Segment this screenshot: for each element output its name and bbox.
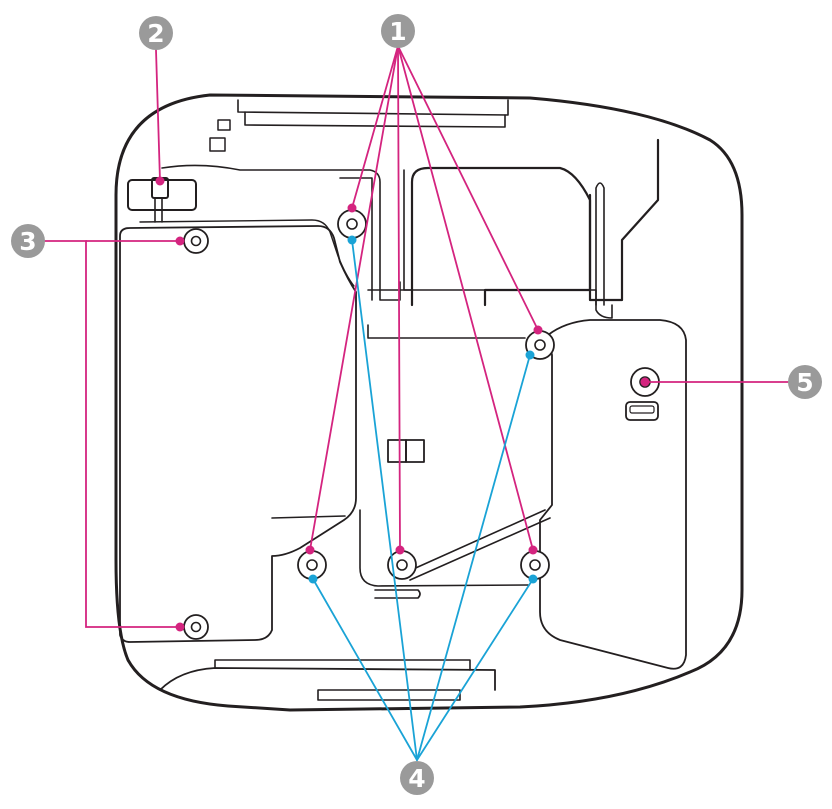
leader-1-to-hole-d bbox=[397, 45, 401, 551]
projector-body bbox=[114, 93, 744, 712]
leader-1-to-hole-e bbox=[397, 45, 534, 551]
leader-4-to-hole-c bbox=[312, 578, 418, 761]
callout-2-label: 2 bbox=[147, 19, 164, 48]
center-chassis-b bbox=[339, 177, 373, 301]
leader-2 bbox=[155, 49, 161, 182]
lower-centre-region bbox=[271, 509, 529, 587]
callout-3: 3 bbox=[11, 224, 45, 258]
screw-hole-1c bbox=[297, 550, 327, 580]
leader-4-to-hole-a bbox=[351, 239, 418, 761]
top-marker-a bbox=[217, 119, 231, 131]
leaders-cyan bbox=[312, 239, 534, 761]
leader-4-to-hole-e bbox=[416, 578, 534, 761]
callout-1: 1 bbox=[381, 14, 415, 48]
callout-4: 4 bbox=[400, 761, 434, 795]
dots-magenta bbox=[155, 176, 650, 632]
callout-4-badge bbox=[400, 761, 434, 795]
callout-5: 5 bbox=[788, 365, 822, 399]
callout-2: 2 bbox=[139, 16, 173, 50]
leaders-magenta bbox=[42, 45, 789, 628]
screw-hole-1e bbox=[520, 550, 550, 580]
security-slot-stem bbox=[154, 197, 163, 223]
front-tab-inner bbox=[629, 405, 655, 414]
right-upper-contour bbox=[588, 138, 660, 302]
callout-2-badge bbox=[139, 16, 173, 50]
center-chassis bbox=[161, 164, 401, 301]
callout-5-label: 5 bbox=[796, 368, 813, 397]
front-tab bbox=[625, 401, 659, 421]
callout-3-label: 3 bbox=[19, 227, 36, 256]
right-panel bbox=[539, 319, 687, 670]
callout-1-badge bbox=[381, 14, 415, 48]
centre-label-b bbox=[405, 439, 425, 463]
screw-hole-1a bbox=[337, 209, 367, 239]
leader-3 bbox=[42, 240, 181, 628]
callout-3-badge bbox=[11, 224, 45, 258]
top-marker-b bbox=[209, 137, 226, 152]
leader-1-to-hole-b bbox=[397, 45, 539, 331]
lower-small-slot bbox=[374, 589, 421, 599]
bottom-edge-inner bbox=[214, 659, 471, 671]
lamp-cover-screw-bottom bbox=[183, 614, 209, 640]
middle-band bbox=[367, 289, 613, 319]
leader-1-to-hole-c bbox=[309, 45, 399, 551]
bottom-handle bbox=[317, 689, 461, 701]
middle-band-lower bbox=[367, 324, 526, 339]
lamp-cover-inner bbox=[139, 219, 355, 287]
lamp-cover-screw-top bbox=[183, 228, 209, 254]
callout-4-label: 4 bbox=[408, 764, 425, 793]
callout-5-badge bbox=[788, 365, 822, 399]
leader-1-to-hole-a bbox=[351, 45, 399, 209]
rear-panel-line bbox=[237, 99, 509, 116]
right-vertical-post bbox=[595, 182, 605, 306]
dots-cyan bbox=[308, 235, 538, 584]
callout-1-label: 1 bbox=[389, 17, 406, 46]
leader-4-to-hole-b bbox=[416, 354, 531, 761]
